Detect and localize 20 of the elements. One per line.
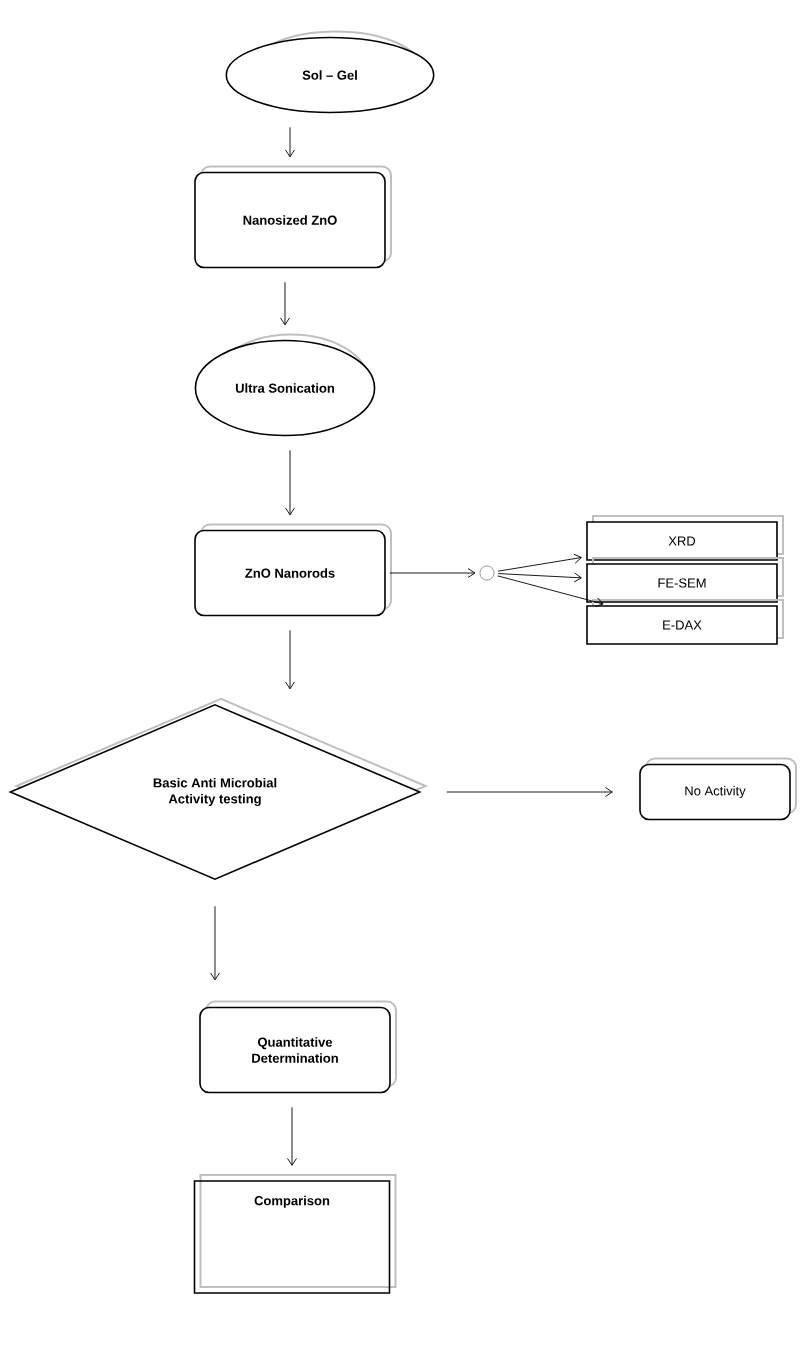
process-box: Comparison	[193, 1174, 397, 1294]
process-box: ZnO Nanorods	[194, 523, 392, 617]
arrow	[285, 449, 295, 516]
arrow	[497, 572, 582, 583]
result-box: No Activity	[639, 757, 797, 821]
arrow	[497, 553, 582, 572]
arrow	[287, 1106, 297, 1166]
process-box: Quantitative Determination	[199, 1000, 397, 1094]
arrow	[280, 281, 290, 326]
arrow	[497, 575, 604, 607]
arrow	[210, 905, 220, 981]
junction-circle	[479, 565, 495, 581]
arrow	[285, 629, 295, 690]
arrow	[446, 787, 613, 797]
result-box: E-DAX	[586, 599, 784, 645]
arrow	[285, 126, 295, 158]
result-box: FE-SEM	[586, 557, 784, 603]
process-box: Nanosized ZnO	[194, 165, 392, 269]
result-box: XRD	[586, 515, 784, 561]
arrow	[389, 568, 476, 578]
